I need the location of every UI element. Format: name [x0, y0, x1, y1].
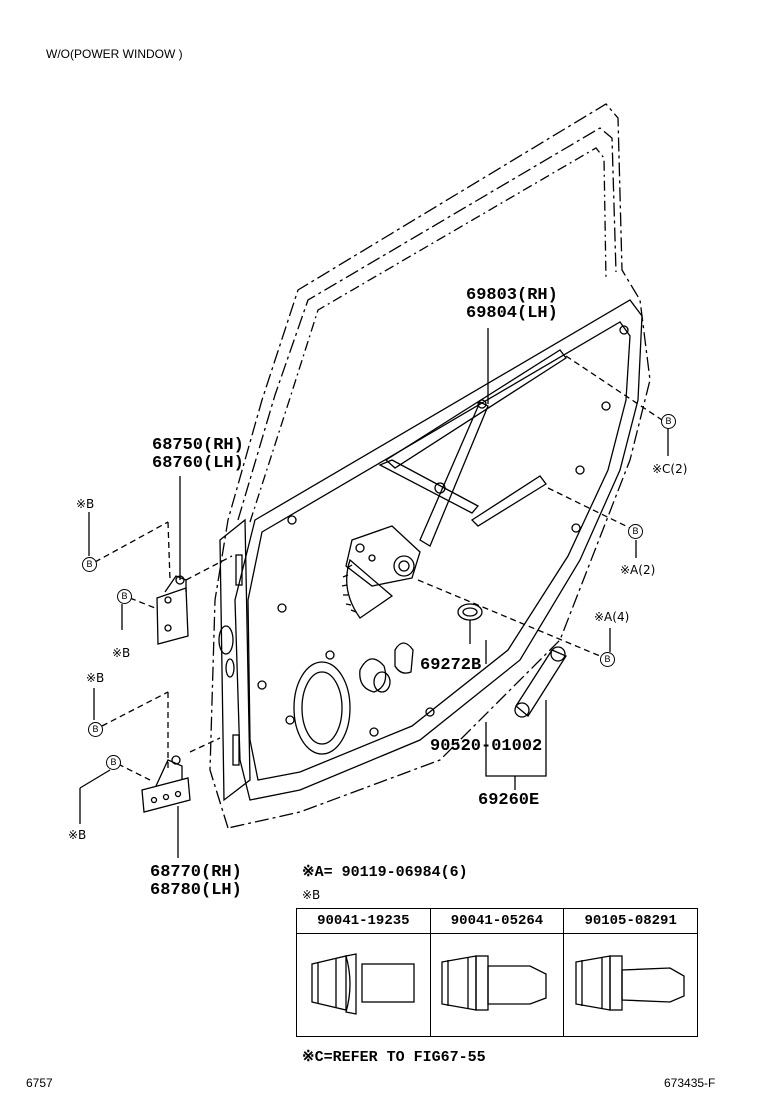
- lower-hinge-rh-part-number: 68770(RH): [150, 863, 242, 882]
- bolt-header: 90041-05264: [429, 908, 565, 934]
- circle-b-marker: B: [82, 557, 97, 572]
- footer-left-code: 6757: [26, 1076, 53, 1090]
- footer-right-code: 673435-F: [664, 1076, 716, 1090]
- regulator-rh-part-number: 69803(RH): [466, 286, 558, 305]
- bolt-image-cell: [296, 933, 431, 1037]
- condition-label: W/O(POWER WINDOW ): [46, 47, 183, 61]
- ref-a4-mark: ※A(4): [594, 610, 630, 624]
- door-window-frame: [237, 127, 617, 521]
- ref-a2-mark: ※A(2): [620, 563, 656, 577]
- upper-hinge-lh-part-number: 68760(LH): [152, 454, 244, 473]
- regulator-arm: [419, 401, 489, 547]
- lower-hinge: [141, 777, 191, 813]
- regulator-gear: [346, 558, 394, 619]
- handle-assy-part-number: 69260E: [478, 791, 540, 810]
- upper-hinge: [156, 587, 189, 645]
- grommet-part-number: 69272B: [420, 656, 482, 675]
- circle-b-marker: B: [117, 589, 132, 604]
- legend-c-note: ※C=REFER TO FIG67-55: [302, 1049, 486, 1066]
- bolt-header: 90041-19235: [296, 908, 431, 934]
- circle-b-marker: B: [88, 722, 103, 737]
- regulator-upper-rail: [384, 349, 567, 469]
- bolt-table: 90041-19235 90041-05264 90105-08291: [296, 908, 698, 1037]
- circle-b-marker: B: [106, 755, 121, 770]
- ref-c2-mark: ※C(2): [652, 462, 688, 476]
- circle-b-marker: B: [600, 652, 615, 667]
- circle-b-marker: B: [628, 524, 643, 539]
- legend-a-note: ※A= 90119-06984(6): [302, 864, 468, 881]
- regulator-lh-part-number: 69804(LH): [466, 304, 558, 323]
- bolt-header: 90105-08291: [563, 908, 698, 934]
- ref-b-mark: ※B: [68, 828, 87, 842]
- handle-part-number: 90520-01002: [430, 737, 543, 756]
- upper-hinge-rh-part-number: 68750(RH): [152, 436, 244, 455]
- door-window-inner: [249, 147, 607, 523]
- regulator-lower-rail: [470, 475, 547, 527]
- ref-b-mark: ※B: [76, 497, 95, 511]
- ref-b-mark: ※B: [112, 646, 131, 660]
- window-handle: [515, 649, 567, 717]
- door-outer-frame: [209, 103, 651, 829]
- legend-b-note: ※B: [302, 888, 321, 902]
- bolt-image-cell: [429, 933, 565, 1037]
- circle-b-marker: B: [661, 414, 676, 429]
- ref-b-mark: ※B: [86, 671, 105, 685]
- bolt-image-cell: [563, 933, 698, 1037]
- lower-hinge-lh-part-number: 68780(LH): [150, 881, 242, 900]
- door-inner-panel: [234, 299, 643, 801]
